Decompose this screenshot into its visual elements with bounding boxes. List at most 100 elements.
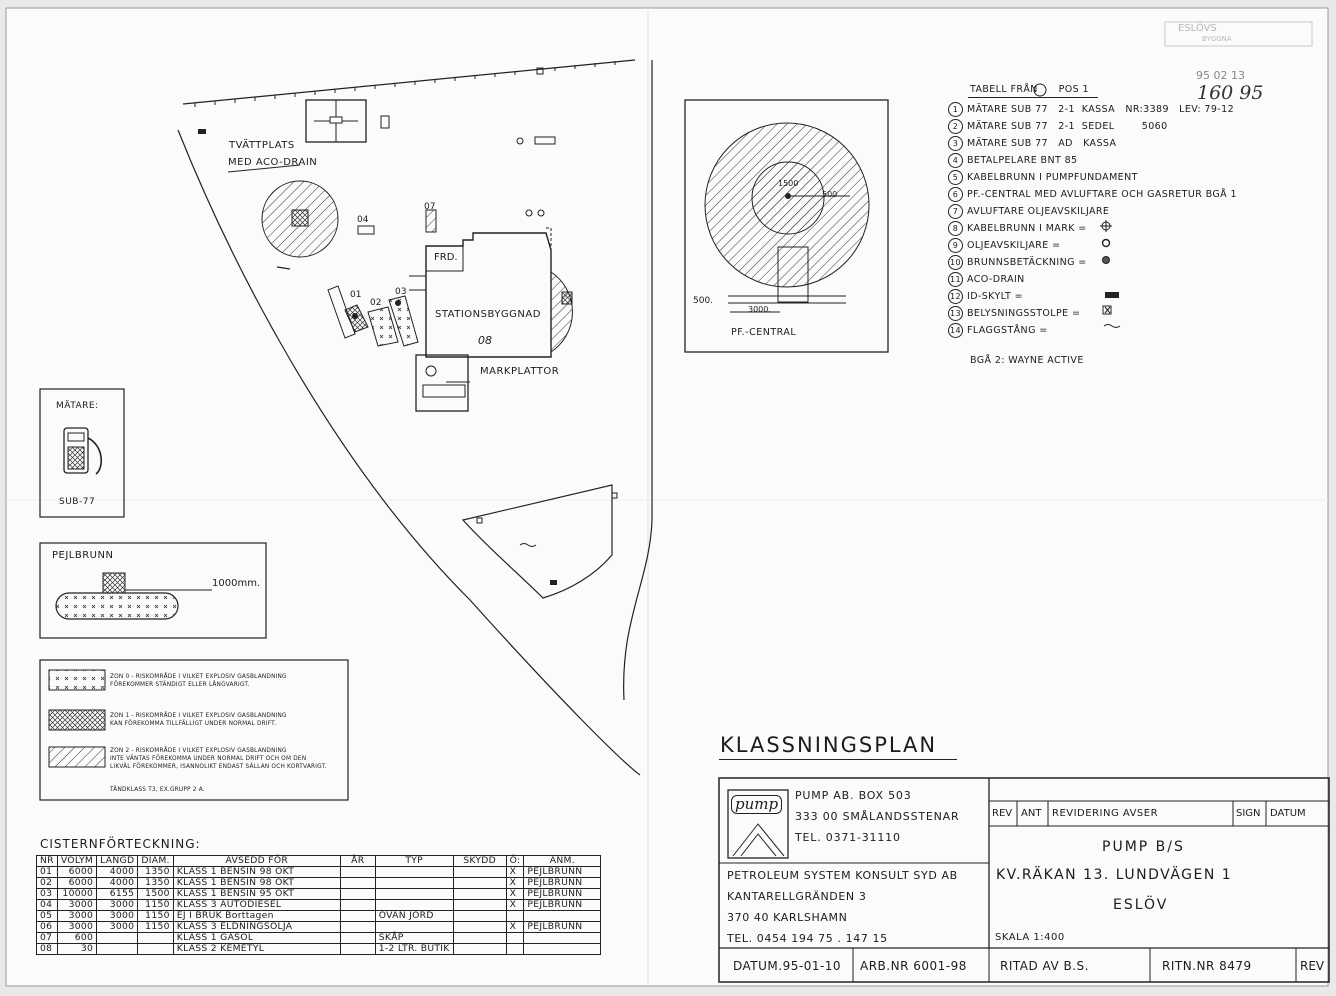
col-header: AVSEDD FÖR — [172, 855, 341, 867]
table-cell: KLASS 3 ELDNINGSOLJA — [172, 921, 341, 933]
legend-text: MÄTARE SUB 77 AD KASSA — [967, 138, 1117, 149]
table-cell: 3000 — [56, 910, 98, 922]
table-cell — [339, 866, 376, 878]
meter-box — [39, 388, 125, 518]
table-cell: PEJLBRUNN — [523, 921, 602, 933]
table-cell — [452, 899, 507, 911]
stamp-top-text: ESLÖVS — [1178, 23, 1217, 34]
table-cell — [374, 921, 454, 933]
table-cell: KLASS 2 KEMETYL — [172, 943, 341, 955]
legend-num: 2 — [948, 119, 963, 134]
paper — [5, 7, 1329, 987]
id-sign-icon — [550, 580, 557, 585]
consultant-line-2: KANTARELLGRÄNDEN 3 — [727, 890, 867, 903]
table-cell: PEJLBRUNN — [523, 888, 602, 900]
zone-legend-box — [39, 659, 349, 801]
table-cell: 3000 — [56, 921, 98, 933]
table-cell: 1150 — [137, 910, 174, 922]
table-cell: KLASS 1 BENSIN 95 OKT — [172, 888, 341, 900]
pump-label-02: 02 — [370, 298, 382, 308]
table-cell: 1350 — [137, 866, 174, 878]
pump-label-07: 07 — [424, 202, 436, 212]
pf-w2: 500. — [693, 296, 714, 306]
table-cell — [374, 899, 454, 911]
table-cell — [374, 866, 454, 878]
zone1-line2: KAN FÖREKOMMA TILLFÄLLIGT UNDER NORMAL D… — [110, 721, 277, 727]
meter-title: MÄTARE: — [56, 401, 99, 411]
table-cell — [452, 910, 507, 922]
legend-num: 13 — [948, 306, 963, 321]
drawing-title: KLASSNINGSPLAN — [720, 733, 938, 757]
footer-ritad: RITAD AV B.S. — [1000, 959, 1089, 973]
table-cell: KLASS 1 GASOL — [172, 932, 341, 944]
legend-num: 11 — [948, 272, 963, 287]
rev-header-rev: REV — [992, 808, 1013, 819]
pejlbrunn-box — [39, 542, 267, 639]
rev-header-desc: REVIDERING AVSER — [1052, 808, 1159, 819]
footer-datum: DATUM.95-01-10 — [733, 959, 842, 973]
frd-label: FRD. — [434, 252, 458, 263]
table-cell — [137, 943, 174, 955]
table-cell — [452, 877, 507, 889]
table-cell: 6155 — [96, 888, 139, 900]
washplace-label-2: MED ACO-DRAIN — [228, 157, 318, 168]
legend-num: 14 — [948, 323, 963, 338]
table-cell: 4000 — [96, 866, 139, 878]
pf-r1: 1500 — [778, 179, 799, 188]
legend-num: 1 — [948, 102, 963, 117]
table-cell — [374, 877, 454, 889]
table-cell: 1150 — [137, 921, 174, 933]
table-cell — [505, 932, 525, 944]
table-cell: 600 — [56, 932, 98, 944]
pump-label-04: 04 — [357, 215, 369, 225]
legend-num: 7 — [948, 204, 963, 219]
legend-text: MÄTARE SUB 77 2-1 KASSA NR:3389 LEV: 79-… — [967, 104, 1235, 115]
legend-text: PF.-CENTRAL MED AVLUFTARE OCH GASRETUR B… — [967, 189, 1237, 200]
logo-text: pump — [731, 795, 783, 814]
project-line-2: KV.RÄKAN 13. LUNDVÄGEN 1 — [996, 867, 1233, 883]
legend-text: BELYSNINGSSTOLPE = — [967, 308, 1081, 319]
project-line-3: ESLÖV — [1113, 897, 1169, 913]
table-cell — [452, 921, 507, 933]
traffic-island — [461, 484, 613, 599]
company-line-1: PUMP AB. BOX 503 — [795, 789, 912, 802]
legend-note: BGÅ 2: WAYNE ACTIVE — [970, 355, 1084, 366]
table-cell: 1500 — [137, 888, 174, 900]
col-header: Ö: — [505, 855, 525, 867]
pejlbrunn-title: PEJLBRUNN — [52, 550, 114, 561]
table-cell — [452, 943, 507, 955]
title-block-frame — [718, 777, 1330, 983]
table-cell: PEJLBRUNN — [523, 899, 602, 911]
stamp-date: 95 02 13 — [1196, 69, 1245, 82]
table-cell: X — [505, 899, 525, 911]
pf-w1: 3000. — [748, 305, 771, 314]
legend-num: 12 — [948, 289, 963, 304]
table-cell: X — [505, 877, 525, 889]
pejlbrunn-dim: 1000mm. — [212, 578, 261, 589]
legend-text: ID-SKYLT = — [967, 291, 1024, 302]
road-edge — [177, 129, 641, 776]
table-cell — [505, 943, 525, 955]
building-number: 08 — [478, 334, 492, 347]
table-cell — [137, 932, 174, 944]
legend-item-12: 12 ID-SKYLT = — [948, 289, 1024, 304]
table-cell — [339, 943, 376, 955]
table-cell: 6000 — [56, 866, 98, 878]
col-header: TYP — [374, 855, 454, 867]
table-cell: 03 — [36, 888, 58, 900]
legend-num: 9 — [948, 238, 963, 253]
table-cell — [374, 888, 454, 900]
legend-num: 5 — [948, 170, 963, 185]
table-cell: KLASS 3 AUTODIESEL — [172, 899, 341, 911]
col-header: ÅR — [339, 855, 376, 867]
